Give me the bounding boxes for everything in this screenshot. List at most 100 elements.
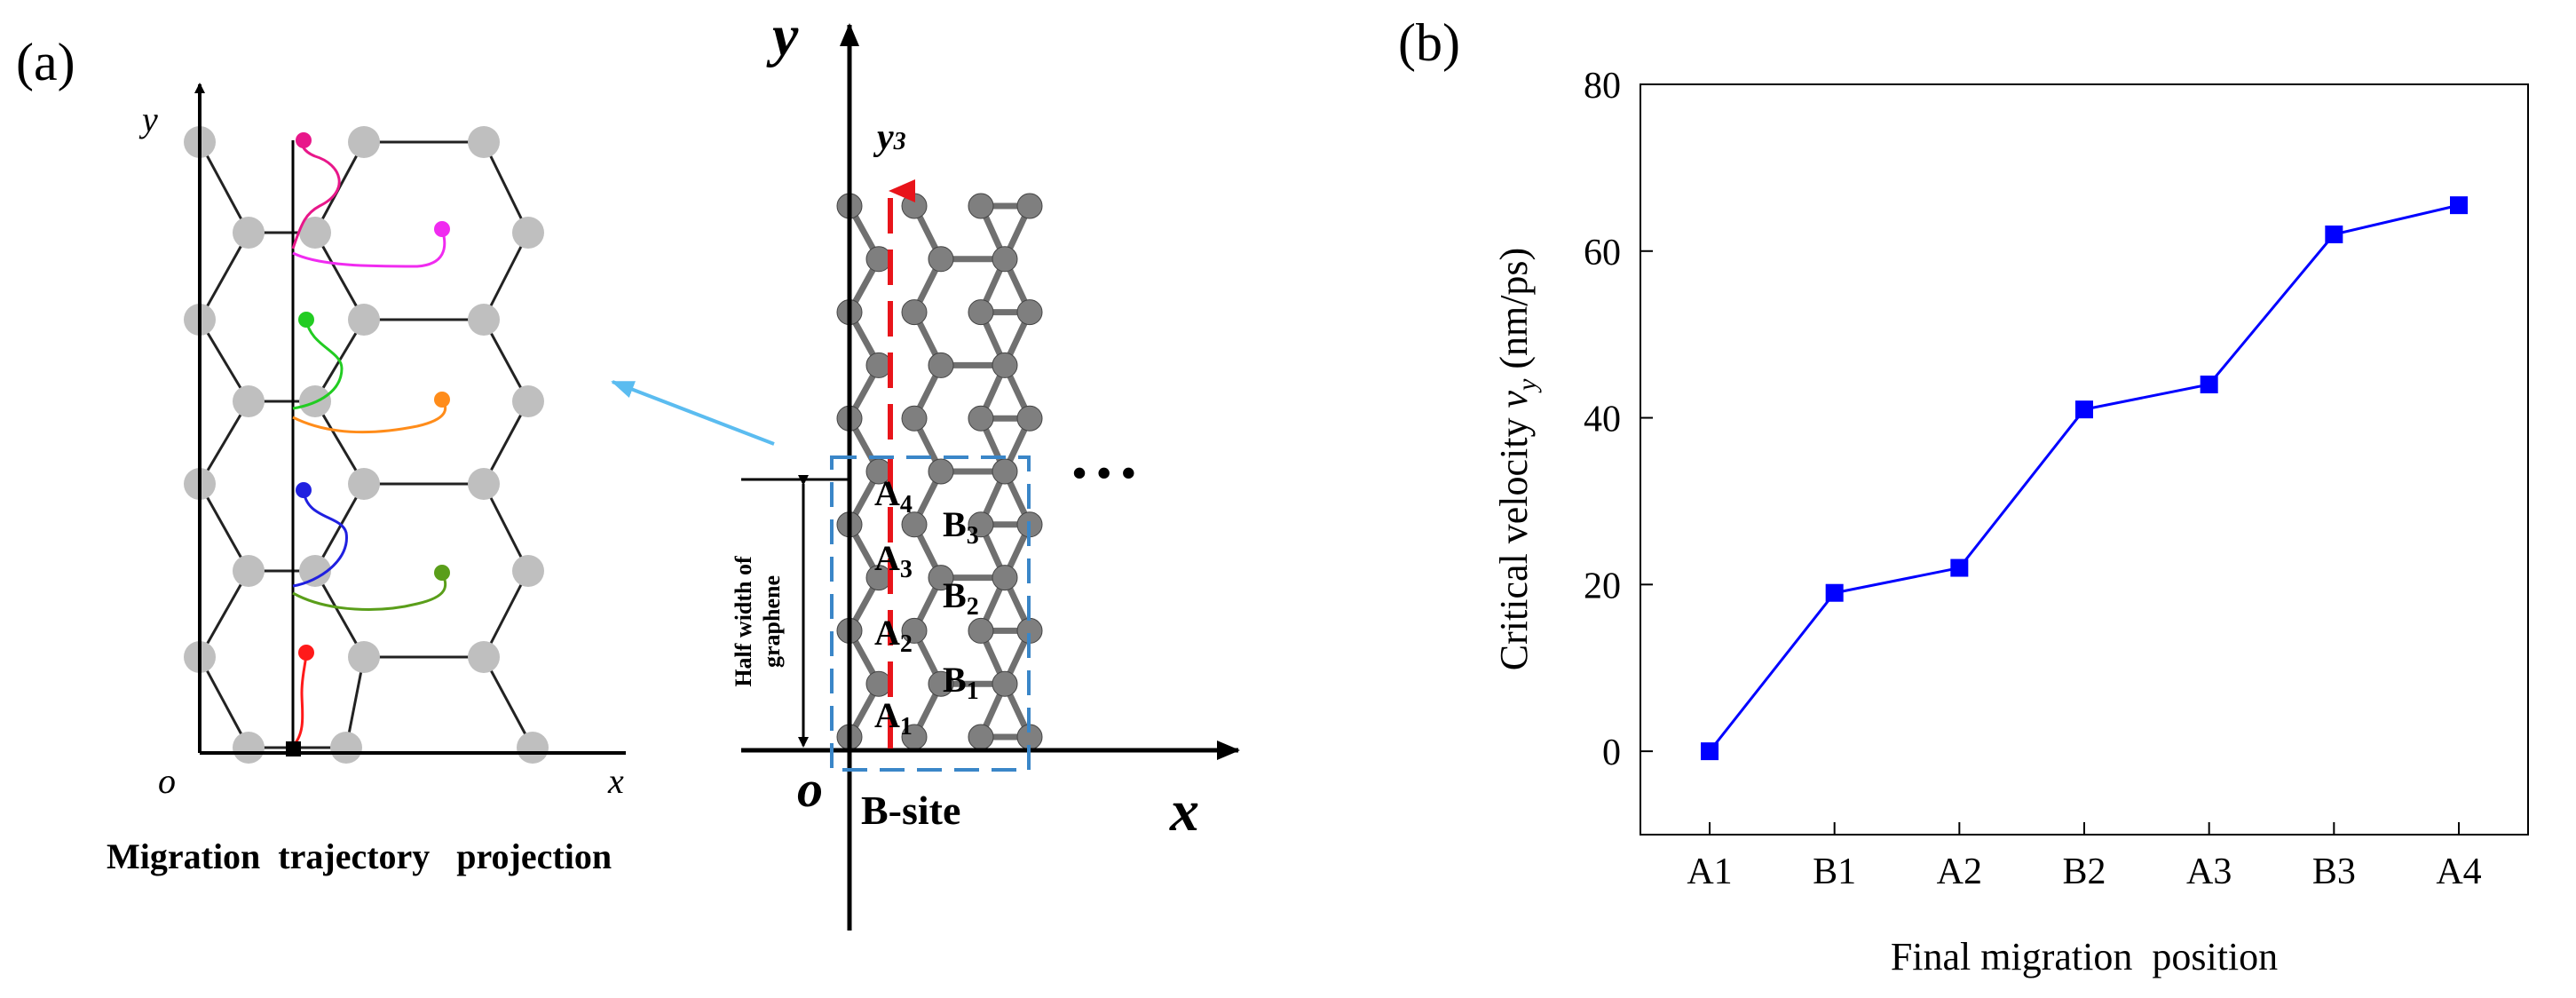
graphene-atom [901, 511, 928, 538]
bsite-label: B-site [861, 788, 960, 833]
site-label: B1 [943, 660, 979, 705]
site-label-base: B [943, 660, 967, 700]
y-tick-label: 0 [1602, 733, 1621, 773]
start-marker [286, 741, 301, 756]
y3-label-base: y [873, 117, 894, 158]
half-width-label-line1: Half width of [731, 556, 756, 687]
graphene-atom [928, 246, 954, 273]
graphene-y-label: y [766, 4, 799, 68]
lattice-atom [517, 732, 549, 764]
pointer-arrow [611, 380, 775, 446]
lattice-bond [198, 483, 250, 572]
lattice-atom [512, 217, 544, 249]
graphene-atom [928, 458, 954, 485]
site-label-base: A [874, 613, 900, 653]
trajectory-endpoint [434, 221, 450, 237]
y-axis-title-prefix: Critical velocity [1492, 408, 1536, 671]
x-tick-label: B2 [2062, 851, 2106, 892]
y-axis-title-unit: (nm/ps) [1492, 248, 1536, 379]
lattice-atom [512, 555, 544, 587]
series-points [1701, 196, 2468, 761]
x-tick-label: B1 [1813, 851, 1856, 892]
trajectory-curve [292, 319, 344, 410]
ellipsis: • • • [1072, 450, 1135, 495]
data-point [1950, 558, 1969, 577]
lattice-bond [198, 232, 250, 321]
lattice-atom [299, 217, 331, 249]
y-tick-label: 80 [1584, 66, 1621, 107]
lattice-atom [233, 555, 265, 587]
x-axis-title: Final migration position [1891, 935, 2278, 978]
trajectory-curve [292, 399, 446, 434]
graphene-atom [968, 724, 994, 750]
lattice-bond [198, 570, 250, 658]
lattice-atom [468, 304, 500, 336]
lattice-atom [468, 641, 500, 673]
lattice-atom [348, 641, 380, 673]
trajectory-x-label: x [607, 761, 624, 801]
site-label-sub: 1 [967, 677, 979, 705]
data-point [2075, 400, 2093, 419]
x-tick-label: B3 [2312, 851, 2356, 892]
lattice-atom [233, 385, 265, 417]
trajectory-curve [292, 228, 446, 268]
data-point [1825, 583, 1844, 602]
site-label: A3 [874, 538, 913, 583]
lattice-atom [468, 468, 500, 500]
graphene-atom [992, 458, 1018, 485]
plot-frame [1640, 83, 2529, 836]
data-point [2200, 376, 2218, 393]
lattice-bond [313, 232, 366, 321]
graphene-atom [968, 193, 994, 219]
lattice-bond [482, 483, 530, 572]
graphene-atom [992, 352, 1018, 378]
series-line [1708, 203, 2460, 753]
site-label-base: A [874, 473, 900, 513]
y-tick-label: 40 [1584, 400, 1621, 440]
graphene-atom [1016, 405, 1043, 432]
site-label: A4 [874, 473, 913, 519]
trajectory-projection: y o x Migration trajectory projection [107, 83, 626, 876]
trajectory-y-label: y [138, 99, 158, 139]
trajectory-curve [292, 489, 348, 588]
trajectory-endpoint [298, 312, 314, 328]
site-label-base: B [943, 504, 967, 544]
lattice-atom [330, 732, 362, 764]
site-label: A1 [874, 695, 913, 741]
panel-a-label: (a) [16, 33, 75, 91]
graphene-atom [901, 193, 928, 219]
trajectory-curves [291, 132, 450, 748]
graphene-atom [928, 670, 954, 697]
site-label-base: A [874, 538, 900, 578]
lattice-bond [313, 483, 366, 572]
site-label-sub: 1 [900, 713, 913, 741]
site-label: A2 [874, 613, 913, 658]
lattice-bond [482, 570, 530, 658]
trajectory-origin-label: o [158, 761, 176, 801]
panel-b-label: (b) [1398, 13, 1460, 72]
site-label-sub: 4 [900, 491, 913, 519]
y-axis-title-sub: y [1513, 378, 1542, 393]
y3-label-sub: 3 [893, 128, 906, 155]
graphene-atom [992, 246, 1018, 273]
lattice-atom [299, 555, 331, 587]
lattice-bond [198, 656, 250, 748]
site-label: B3 [943, 504, 979, 550]
trajectory-endpoint [296, 132, 312, 148]
lattice-bond [198, 400, 250, 485]
lattice-bond [482, 656, 534, 748]
trajectory-endpoint [296, 482, 312, 498]
graphene-atom [1016, 193, 1043, 219]
graphene-atom [968, 511, 994, 538]
graphene-atom [865, 352, 892, 378]
graphene-atom [968, 299, 994, 326]
lattice-atom [233, 217, 265, 249]
lattice-bond [482, 232, 530, 321]
unit-cell-box [830, 455, 1031, 772]
x-tick-label: A2 [1937, 851, 1982, 892]
lattice-atom [233, 732, 265, 764]
lattice-bond [198, 141, 250, 234]
graphene-atom [1016, 299, 1043, 326]
data-point [1701, 742, 1719, 761]
